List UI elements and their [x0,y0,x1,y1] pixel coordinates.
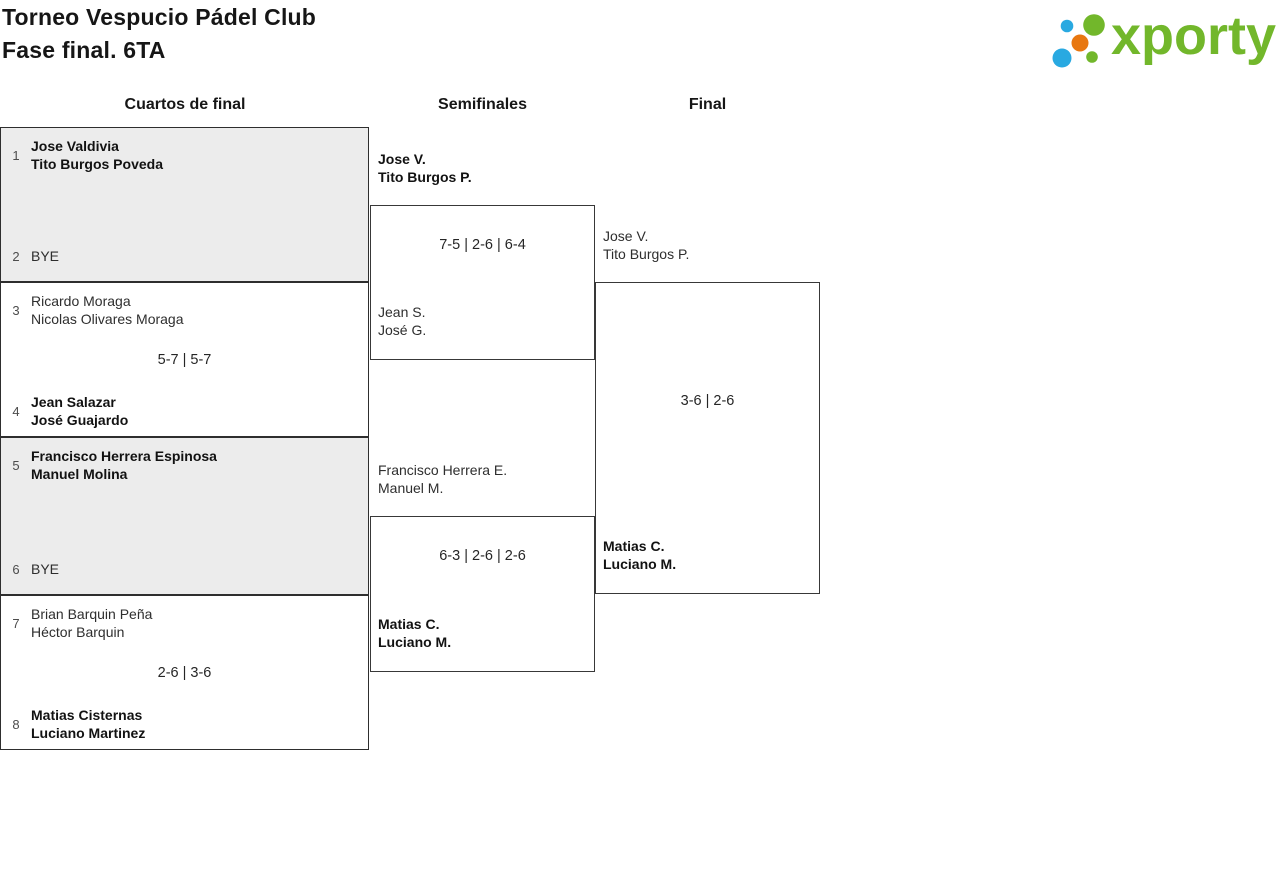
player-name: Manuel Molina [31,466,128,482]
player-name: Luciano M. [603,556,677,572]
team-slot: 3 Ricardo Moraga Nicolas Olivares Moraga [9,292,360,328]
team-names: Jose Valdivia Tito Burgos Poveda [31,137,163,173]
team-names: Jean Salazar José Guajardo [31,393,128,429]
logo-dot [1083,14,1105,36]
team-names: Jean S. José G. [378,303,426,339]
match-quarterfinal-2: 3 Ricardo Moraga Nicolas Olivares Moraga… [0,282,369,437]
team-names: Brian Barquin Peña Héctor Barquin [31,605,152,641]
seed-number: 6 [12,561,20,577]
logo-dot [1052,48,1072,68]
match-quarterfinal-1: 1 Jose Valdivia Tito Burgos Poveda 2 BYE [0,127,369,282]
xporty-logo-text: xporty [1111,6,1276,66]
player-name: Luciano Martinez [31,725,146,741]
player-name: Nicolas Olivares Moraga [31,311,184,327]
seed-number: 7 [12,615,20,631]
match-quarterfinal-3: 5 Francisco Herrera Espinosa Manuel Moli… [0,437,369,595]
logo-dot [1060,19,1074,33]
xporty-logo-dots-icon [1052,14,1105,68]
logo-dot [1071,34,1089,52]
match-semifinal-1: Jose V. Tito Burgos P. 7-5 | 2-6 | 6-4 J… [370,151,595,360]
team-names: Jose V. Tito Burgos P. [603,227,689,263]
player-name: Matias Cisternas [31,707,143,723]
player-name: Jose V. [603,228,649,244]
seed-number: 5 [12,457,20,473]
team-names: Matias C. Luciano M. [378,615,451,651]
player-name: Francisco Herrera E. [378,462,508,478]
match-semifinal-2: Francisco Herrera E. Manuel M. 6-3 | 2-6… [370,462,595,672]
match-score: 6-3 | 2-6 | 2-6 [439,548,526,564]
player-name: Héctor Barquin [31,624,125,640]
team-slot: 5 Francisco Herrera Espinosa Manuel Moli… [9,447,360,483]
xporty-wordmark: xporty [1111,6,1276,66]
phase-subtitle: Fase final. 6TA [2,37,166,63]
round-header-semifinales: Semifinales [438,96,527,113]
player-name: BYE [31,248,60,264]
team-names: Ricardo Moraga Nicolas Olivares Moraga [31,292,184,328]
team-names: Matias Cisternas Luciano Martinez [31,706,145,742]
team-names: Jose V. Tito Burgos P. [378,150,472,186]
match-score: 3-6 | 2-6 [680,393,735,409]
team-slot: 7 Brian Barquin Peña Héctor Barquin [9,605,360,641]
player-name: Manuel M. [378,480,444,496]
team-slot: 8 Matias Cisternas Luciano Martinez [9,706,360,742]
round-header-cuartos: Cuartos de final [124,96,246,113]
player-name: Matias C. [378,616,440,632]
match-final: Jose V. Tito Burgos P. 3-6 | 2-6 Matias … [595,228,820,594]
seed-number: 8 [12,716,20,732]
team-names: Matias C. Luciano M. [603,537,676,573]
team-names: Francisco Herrera E. Manuel M. [378,461,507,497]
seed-number: 4 [12,403,20,419]
team-names: BYE [31,247,59,265]
seed-number: 1 [12,147,20,163]
player-name: José G. [378,322,427,338]
page-title: Torneo Vespucio Pádel Club Fase final. 6… [2,1,316,67]
team-slot: 1 Jose Valdivia Tito Burgos Poveda [9,137,360,173]
player-name: Tito Burgos Poveda [31,156,163,172]
tournament-name: Torneo Vespucio Pádel Club [2,4,317,30]
team-slot: 6 BYE [9,551,360,587]
player-name: Tito Burgos P. [603,246,690,262]
team-names: BYE [31,560,59,578]
player-name: Matias C. [603,538,665,554]
logo-dot [1086,51,1098,63]
player-name: Francisco Herrera Espinosa [31,448,217,464]
player-name: Luciano M. [378,634,452,650]
player-name: Brian Barquin Peña [31,606,153,622]
match-quarterfinal-4: 7 Brian Barquin Peña Héctor Barquin 2-6 … [0,595,369,750]
player-name: Ricardo Moraga [31,293,131,309]
round-header-final: Final [688,96,727,113]
team-slot: 2 BYE [9,238,360,274]
seed-number: 2 [12,248,20,264]
player-name: Jean Salazar [31,394,116,410]
player-name: BYE [31,561,60,577]
match-score: 2-6 | 3-6 [157,664,212,681]
team-slot: 4 Jean Salazar José Guajardo [9,393,360,429]
player-name: José Guajardo [31,412,129,428]
seed-number: 3 [12,302,20,318]
player-name: Jose Valdivia [31,138,119,154]
team-names: Francisco Herrera Espinosa Manuel Molina [31,447,217,483]
player-name: Jose V. [378,151,426,167]
match-score: 5-7 | 5-7 [157,351,212,368]
player-name: Tito Burgos P. [378,169,472,185]
player-name: Jean S. [378,304,426,320]
xporty-logo[interactable]: xporty [1051,4,1280,74]
match-score: 7-5 | 2-6 | 6-4 [439,237,526,253]
